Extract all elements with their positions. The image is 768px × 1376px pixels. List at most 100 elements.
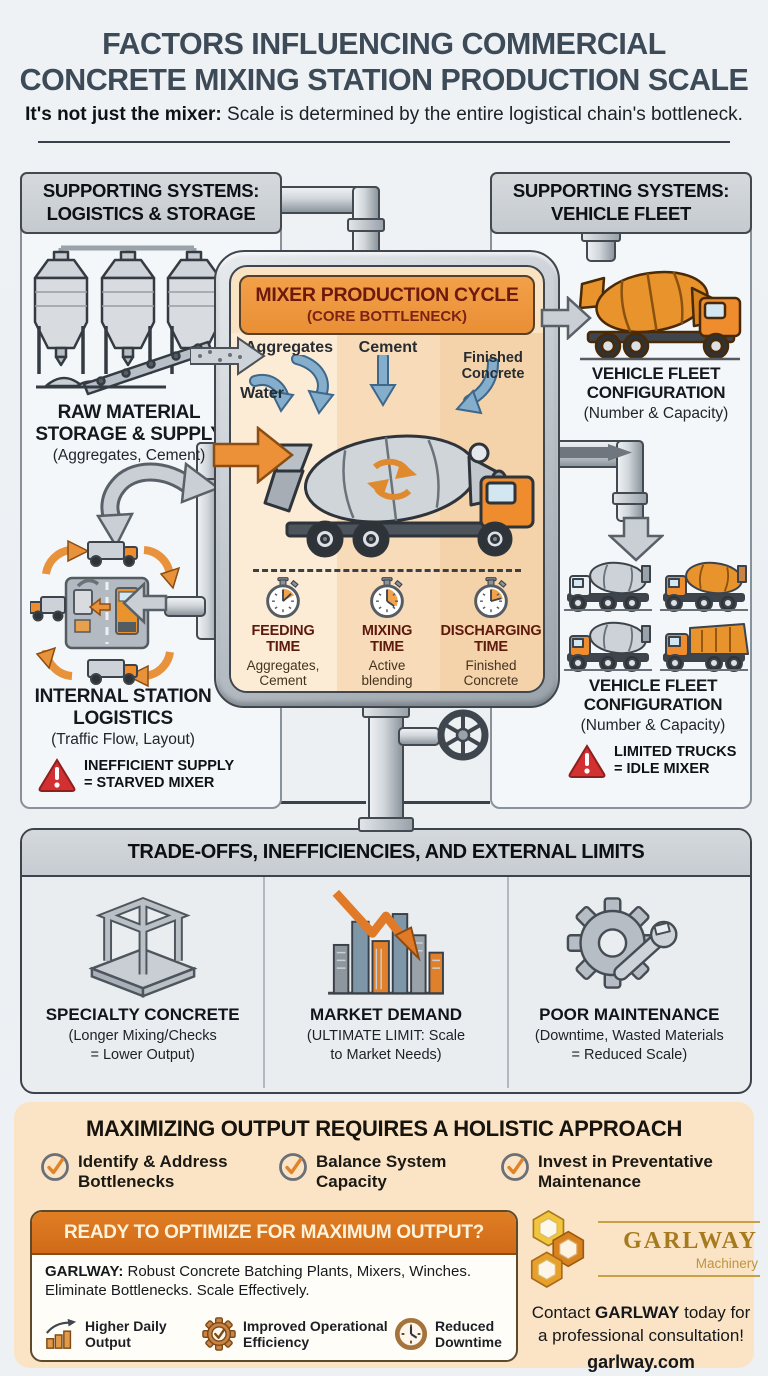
holistic-checks: Identify & Address Bottlenecks Balance S… [40,1152,746,1192]
cement-label: Cement [358,339,418,356]
raw-material-sub: (Aggregates, Cement) [52,447,206,465]
cta-body: GARLWAY: Robust Concrete Batching Plants… [32,1255,516,1300]
tradeoff-title: MARKET DEMAND [309,1005,463,1024]
tradeoff-title: POOR MAINTENANCE [539,1005,720,1024]
fleet-sub: (Number & Capacity) [583,404,729,422]
trucks-warning-line2: = IDLE MIXER [614,761,710,778]
internal-logistics-icon [30,539,181,688]
mixer-cycle-panel: MIXER PRODUCTION CYCLE (CORE BOTTLENECK)… [229,265,545,693]
check-line2: Capacity [316,1172,387,1192]
phase-desc-line1: Finished [465,657,517,673]
cycle-header: MIXER PRODUCTION CYCLE (CORE BOTTLENECK) [239,275,535,335]
curved-flow-arrow-icon [95,461,221,549]
header-divider [38,141,730,143]
fleet-line1: VEHICLE FLEET [588,676,718,695]
check-line1: Invest in Preventative [538,1152,713,1171]
fleet-config-label-top: VEHICLE FLEET CONFIGURATION (Number & Ca… [556,364,756,423]
benefit-text: Improved Operational Efficiency [243,1318,388,1350]
fleet-mixer-truck-orange-icon [660,561,748,612]
contact-line2: a professional consultation! [537,1325,745,1345]
tradeoff-desc-line2: to Market Needs) [330,1046,442,1063]
benefit-line1: Improved Operational [243,1317,388,1334]
supply-warning-line1: INEFFICIENT SUPPLY [84,758,235,774]
logistics-panel-header: SUPPORTING SYSTEMS: LOGISTICS & STORAGE [20,172,282,234]
tradeoff-title: SPECIALTY CONCRETE [45,1005,240,1024]
declining-market-icon [328,889,444,995]
supply-warning: INEFFICIENT SUPPLY = STARVED MIXER [38,758,252,793]
phase-title-line2: TIME [266,638,300,655]
phase-desc-line1: Aggregates, [246,657,320,673]
tradeoff-desc-line2: = Reduced Scale) [571,1046,688,1063]
phase-title-line1: FEEDING [251,622,315,639]
tradeoff-desc-line2: = Lower Output) [90,1046,195,1063]
finished-line2: Concrete [461,365,525,382]
tradeoff-market-demand: MARKET DEMAND (ULTIMATE LIMIT: Scale to … [263,877,506,1088]
brand-name: GARLWAY [623,1228,758,1254]
logistics-line1: INTERNAL STATION [34,686,212,707]
logistics-line2: LOGISTICS [73,707,173,729]
brand-block: GARLWAY Machinery Contact GARLWAY today … [522,1206,760,1374]
fleet-header-line2: VEHICLE FLEET [551,203,691,224]
pipe-flow-arrow-icon [556,444,632,461]
page-title-line-1: FACTORS INFLUENCING COMMERCIAL [102,26,666,61]
trucks-warning-line1: LIMITED TRUCKS [614,744,737,760]
fleet-mixer-truck-gray-icon [564,561,652,612]
phase-title: FEEDING TIME [251,623,314,655]
holistic-title: MAXIMIZING OUTPUT REQUIRES A HOLISTIC AP… [85,1116,683,1141]
pipe-flange [347,218,385,232]
cycle-subtitle: (CORE BOTTLENECK) [307,308,467,325]
ground-line [402,801,490,804]
benefit-line1: Higher Daily [85,1317,167,1334]
page-subtitle: It's not just the mixer: Scale is determ… [0,104,768,126]
check-line2: Bottlenecks [78,1172,175,1192]
supply-warning-line2: = STARVED MIXER [84,775,215,792]
clock-icon [394,1317,428,1351]
material-flow-arrows-icon [249,355,499,415]
raw-material-label: RAW MATERIAL STORAGE & SUPPLY (Aggregate… [16,402,242,465]
tradeoff-desc: (Longer Mixing/Checks = Lower Output) [69,1027,217,1065]
check-text: Balance System Capacity [316,1152,446,1192]
cycle-title: MIXER PRODUCTION CYCLE [255,284,519,306]
benefit-downtime: Reduced Downtime [394,1317,506,1351]
phase-desc-line2: Concrete [463,673,519,689]
brand-wordmark: GARLWAY Machinery [598,1221,760,1277]
contact-pre: Contact [531,1303,596,1322]
supply-left-arrow-icon [122,581,168,625]
check-item-capacity: Balance System Capacity [278,1152,500,1192]
internal-logistics-label: INTERNAL STATION LOGISTICS (Traffic Flow… [10,686,236,749]
finished-line1: Finished [463,350,523,366]
fleet-down-arrow-icon [608,516,664,562]
output-right-arrow-icon [540,296,592,340]
aggregates-label: Aggregates [244,339,334,356]
contact-brand: GARLWAY [595,1303,680,1322]
phase-title: DISCHARGING TIME [441,623,542,655]
stopwatch-icon [370,577,404,619]
cta-benefits: Higher Daily Output [44,1317,510,1351]
check-line2: Maintenance [538,1172,641,1192]
stopwatch-icon [474,577,508,619]
contact-post: today for [679,1303,751,1322]
benefit-output: Higher Daily Output [44,1317,202,1351]
phase-desc-line1: Active [368,657,406,673]
dump-truck-icon [660,623,749,672]
phase-title-line1: MIXING [361,622,413,639]
fleet-mixer-truck-mixed-icon [564,621,652,672]
valve-wheel-icon [437,709,489,761]
subtitle-bold: It's not just the mixer: [25,104,222,125]
aggregate-feed-arrow-icon [190,336,266,376]
warning-triangle-icon [38,758,76,793]
mixer-cycle-frame: MIXER PRODUCTION CYCLE (CORE BOTTLENECK)… [214,250,560,708]
page-title-line-2: CONCRETE MIXING STATION PRODUCTION SCALE [19,62,749,97]
trucks-warning-text: LIMITED TRUCKS = IDLE MIXER [614,744,736,779]
hexagon-logo-icon [530,1210,585,1288]
fleet-line2: CONFIGURATION [583,695,723,715]
logistics-sub: (Traffic Flow, Layout) [51,731,195,749]
fleet-line2: CONFIGURATION [586,383,726,403]
check-text: Identify & Address Bottlenecks [78,1152,228,1192]
cycle-phases: FEEDING TIME Aggregates, Cement [231,577,543,689]
website-link[interactable]: garlway.com [587,1351,695,1372]
pipe-bottom-vertical [368,700,404,832]
tradeoff-desc: (ULTIMATE LIMIT: Scale to Market Needs) [307,1027,465,1065]
mixer-truck-orange-icon [578,270,742,361]
